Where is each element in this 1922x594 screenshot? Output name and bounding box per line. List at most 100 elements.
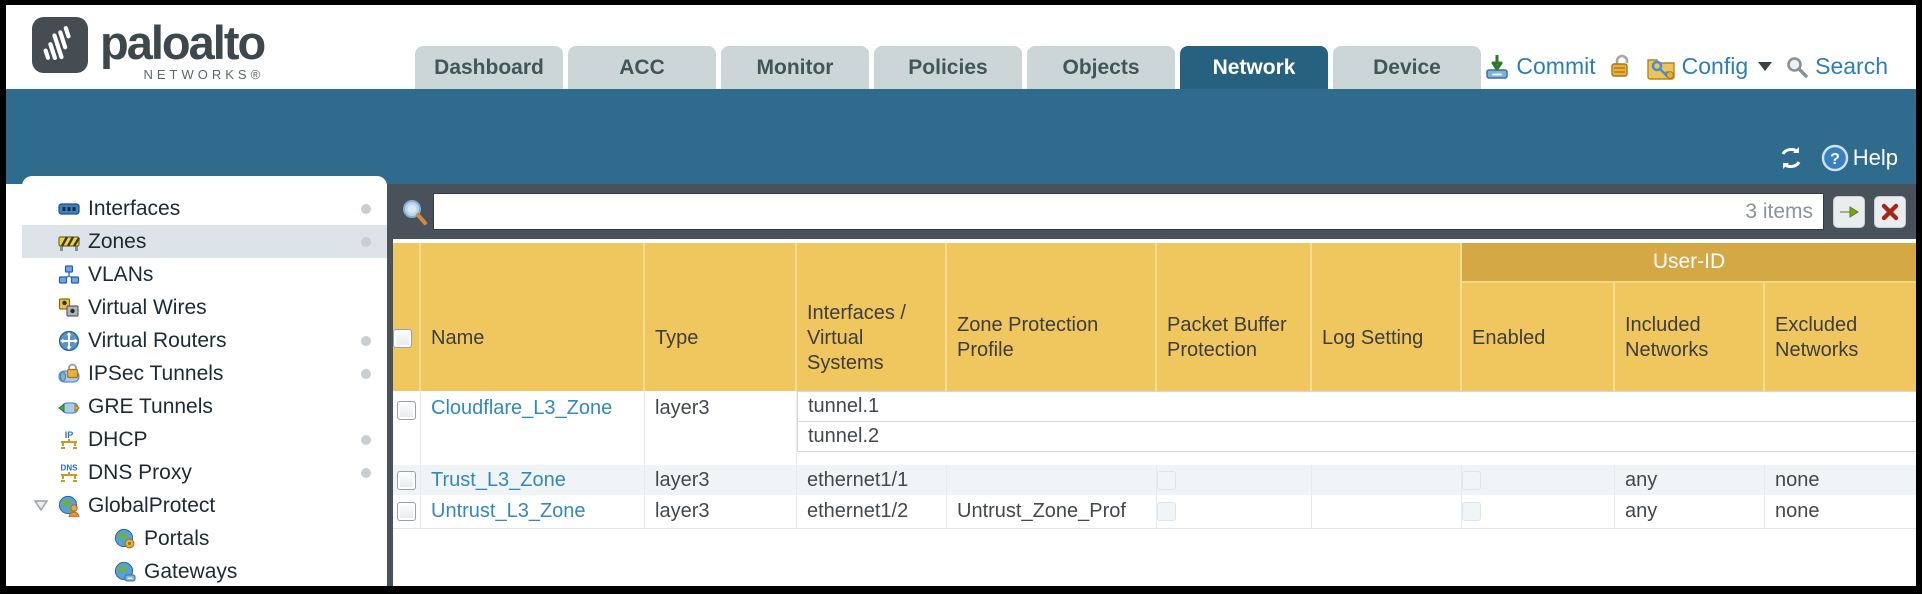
row-checkbox[interactable] [397, 470, 416, 490]
tab-dashboard[interactable]: Dashboard [415, 46, 563, 89]
sidebar-label: GRE Tunnels [88, 394, 213, 418]
table-row: Cloudflare_L3_Zone layer3 tunnel.1 tunne… [393, 391, 1916, 465]
globalprotect-icon [58, 495, 80, 517]
gre-tunnels-icon [58, 401, 80, 414]
commit-icon [1486, 54, 1509, 79]
sidebar-item-interfaces[interactable]: Interfaces [22, 192, 387, 225]
expand-arrow-icon[interactable] [34, 500, 48, 511]
gateways-icon [114, 561, 136, 581]
column-header-zone-protection[interactable]: Zone Protection Profile [947, 243, 1157, 391]
column-header-enabled[interactable]: Enabled [1462, 243, 1615, 391]
tab-policies[interactable]: Policies [874, 46, 1022, 89]
filter-bar: 3 items [393, 184, 1916, 239]
zones-icon [58, 235, 80, 251]
ipsec-tunnels-icon [58, 363, 80, 383]
zone-name-link[interactable]: Cloudflare_L3_Zone [431, 397, 613, 419]
sidebar-item-virtual-wires[interactable]: Virtual Wires [22, 291, 387, 324]
sidebar-label: IPSec Tunnels [88, 361, 224, 385]
lock-icon[interactable] [1609, 54, 1633, 80]
tab-objects[interactable]: Objects [1027, 46, 1175, 89]
column-header-packet-buffer[interactable]: Packet Buffer Protection [1157, 243, 1312, 391]
status-dot [361, 237, 371, 247]
commit-button[interactable]: Commit [1484, 53, 1596, 80]
table-row: Trust_L3_Zone layer3 ethernet1/1 any non… [393, 465, 1916, 495]
user-id-enabled-checkbox[interactable] [1462, 502, 1481, 521]
sidebar-item-gre-tunnels[interactable]: GRE Tunnels [22, 390, 387, 423]
vlans-icon [58, 264, 80, 284]
clear-filter-button[interactable] [1874, 195, 1906, 228]
zone-protection-cell [947, 465, 1157, 495]
sidebar-label: Virtual Routers [88, 328, 227, 352]
zone-name-link[interactable]: Untrust_L3_Zone [431, 500, 586, 522]
excluded-networks-cell: none [1775, 500, 1820, 522]
column-header-interfaces[interactable]: Interfaces / Virtual Systems [797, 243, 947, 391]
search-icon [1787, 56, 1808, 78]
tab-network[interactable]: Network [1180, 46, 1328, 89]
filter-input-wrap: 3 items [433, 193, 1824, 230]
sidebar-item-gateways[interactable]: Gateways [22, 555, 387, 586]
tab-monitor[interactable]: Monitor [721, 46, 869, 89]
svg-text:IP: IP [65, 430, 74, 440]
user-id-enabled-checkbox[interactable] [1462, 470, 1481, 490]
column-header-excluded-networks[interactable]: Excluded Networks [1775, 314, 1859, 361]
sidebar-item-zones[interactable]: Zones [22, 225, 387, 258]
log-setting-cell [1312, 495, 1462, 528]
sidebar-item-virtual-routers[interactable]: Virtual Routers [22, 324, 387, 357]
teal-toolbar-band: ? Help [6, 89, 1916, 184]
row-checkbox[interactable] [397, 401, 416, 420]
interfaces-cell: ethernet1/2 [797, 495, 947, 528]
paloalto-logo-icon [32, 17, 88, 73]
sidebar-item-globalprotect[interactable]: GlobalProtect [22, 489, 387, 522]
apply-filter-button[interactable] [1833, 195, 1865, 228]
column-header-included-networks[interactable]: Included Networks [1615, 243, 1765, 391]
chevron-down-icon [1758, 62, 1773, 71]
main-nav-tabs: Dashboard ACC Monitor Policies Objects N… [415, 46, 1481, 89]
help-button[interactable]: ? Help [1821, 144, 1898, 172]
virtual-routers-icon [58, 330, 80, 351]
status-dot [361, 369, 371, 379]
brand-subtitle: NETWORKS® [143, 67, 265, 82]
tab-device[interactable]: Device [1333, 46, 1481, 89]
status-dot [361, 204, 371, 214]
interface-item: tunnel.2 [797, 421, 1916, 452]
items-count: 3 items [1745, 199, 1813, 223]
config-menu[interactable]: Config [1646, 53, 1773, 80]
commit-label: Commit [1516, 53, 1596, 79]
dhcp-icon: IP [61, 430, 77, 449]
zone-type-cell: layer3 [645, 465, 797, 495]
search-button[interactable]: Search [1785, 53, 1888, 80]
excluded-networks-cell: none [1775, 468, 1820, 491]
svg-text:?: ? [1830, 151, 1840, 168]
zone-name-link[interactable]: Trust_L3_Zone [431, 468, 566, 491]
row-checkbox[interactable] [397, 502, 416, 521]
tab-acc[interactable]: ACC [568, 46, 716, 89]
zone-type-cell: layer3 [645, 391, 797, 465]
packet-buffer-checkbox[interactable] [1157, 470, 1176, 490]
sidebar-item-dns-proxy[interactable]: DNS DNS Proxy [22, 456, 387, 489]
table-header: User-ID Name Type Interfaces / Virtual S… [392, 243, 1916, 391]
interfaces-cell: ethernet1/1 [797, 465, 947, 495]
sidebar-label: VLANs [88, 262, 154, 286]
refresh-icon[interactable] [1777, 145, 1805, 171]
column-header-type[interactable]: Type [645, 243, 797, 391]
filter-input[interactable] [434, 194, 1746, 229]
sidebar-item-vlans[interactable]: VLANs [22, 258, 387, 291]
header-utilities: Commit Config [1484, 53, 1888, 80]
top-header: paloalto NETWORKS® Dashboard ACC Monitor… [6, 5, 1916, 89]
status-dot [361, 336, 371, 346]
column-header-log-setting[interactable]: Log Setting [1312, 243, 1462, 391]
column-header-name[interactable]: Name [421, 243, 645, 391]
log-setting-cell [1312, 465, 1462, 495]
sidebar-label: DHCP [88, 427, 148, 451]
sidebar-item-portals[interactable]: Portals [22, 522, 387, 555]
sidebar-label: Portals [144, 526, 210, 550]
sidebar-label: DNS Proxy [88, 460, 192, 484]
interfaces-icon [58, 202, 80, 215]
packet-buffer-checkbox[interactable] [1157, 502, 1176, 521]
select-all-checkbox[interactable] [392, 328, 412, 348]
sidebar-item-ipsec-tunnels[interactable]: IPSec Tunnels [22, 357, 387, 390]
sidebar-label: GlobalProtect [88, 493, 216, 517]
sidebar-item-dhcp[interactable]: IP DHCP [22, 423, 387, 456]
clear-filter-x-icon [1881, 203, 1899, 220]
included-networks-cell: any [1615, 465, 1765, 495]
